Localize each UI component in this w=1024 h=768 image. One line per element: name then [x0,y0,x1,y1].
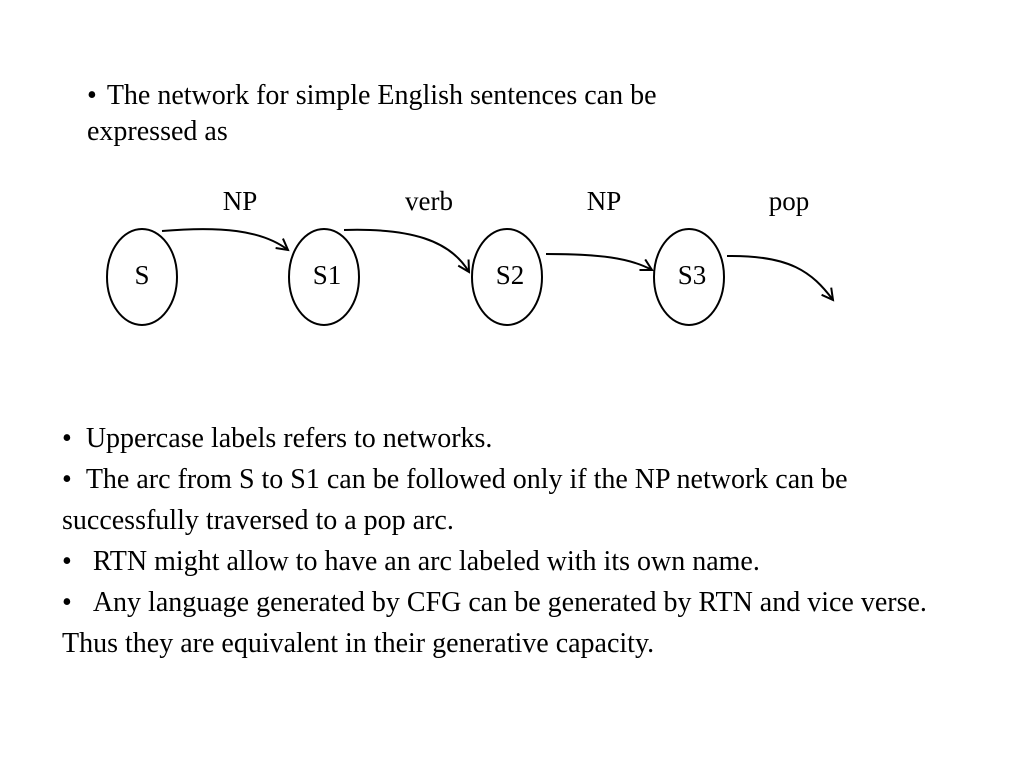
note-text: RTN might allow to have an arc labeled w… [92,546,760,577]
intro-line-1: The network for simple English sentences… [106,80,657,111]
note-text: The arc from S to S1 can be followed onl… [62,464,848,536]
node-s1: S1 [288,228,360,326]
bullet-marker: • [87,80,97,111]
intro-line-2: expressed as [87,116,228,147]
node-s2: S2 [471,228,543,326]
node-s3: S3 [653,228,725,326]
bullet-marker: • [62,546,72,577]
bullet-marker: • [62,464,72,495]
note-item: • Any language generated by CFG can be g… [62,582,962,664]
arc-s3-pop [726,254,833,300]
node-s3-label: S3 [678,260,707,290]
node-s2-label: S2 [496,260,525,290]
arc-label-pop: pop [769,186,810,216]
arc-label-np-1: NP [223,186,258,216]
node-s1-label: S1 [313,260,342,290]
note-text: Uppercase labels refers to networks. [85,423,493,454]
arc-s1-to-s2 [343,228,469,272]
node-s1-circle [288,228,360,326]
intro-paragraph: • The network for simple English sentence… [87,78,807,150]
bullet-marker: • [62,587,72,618]
node-s2-circle [471,228,543,326]
arc-s2-to-s3 [545,253,652,270]
node-s3-circle [653,228,725,326]
bullet-marker: • [62,423,72,454]
node-s-circle [106,228,178,326]
note-text: Any language generated by CFG can be gen… [62,587,927,659]
arc-s-to-s1 [161,228,288,250]
note-item: • The arc from S to S1 can be followed o… [62,459,962,541]
arc-label-verb: verb [405,186,453,216]
note-item: • Uppercase labels refers to networks. [62,418,962,459]
node-s-label: S [134,260,149,290]
notes-list: • Uppercase labels refers to networks. •… [62,418,962,664]
node-s: S [106,228,178,326]
note-item: • RTN might allow to have an arc labeled… [62,541,962,582]
arc-label-np-2: NP [587,186,622,216]
